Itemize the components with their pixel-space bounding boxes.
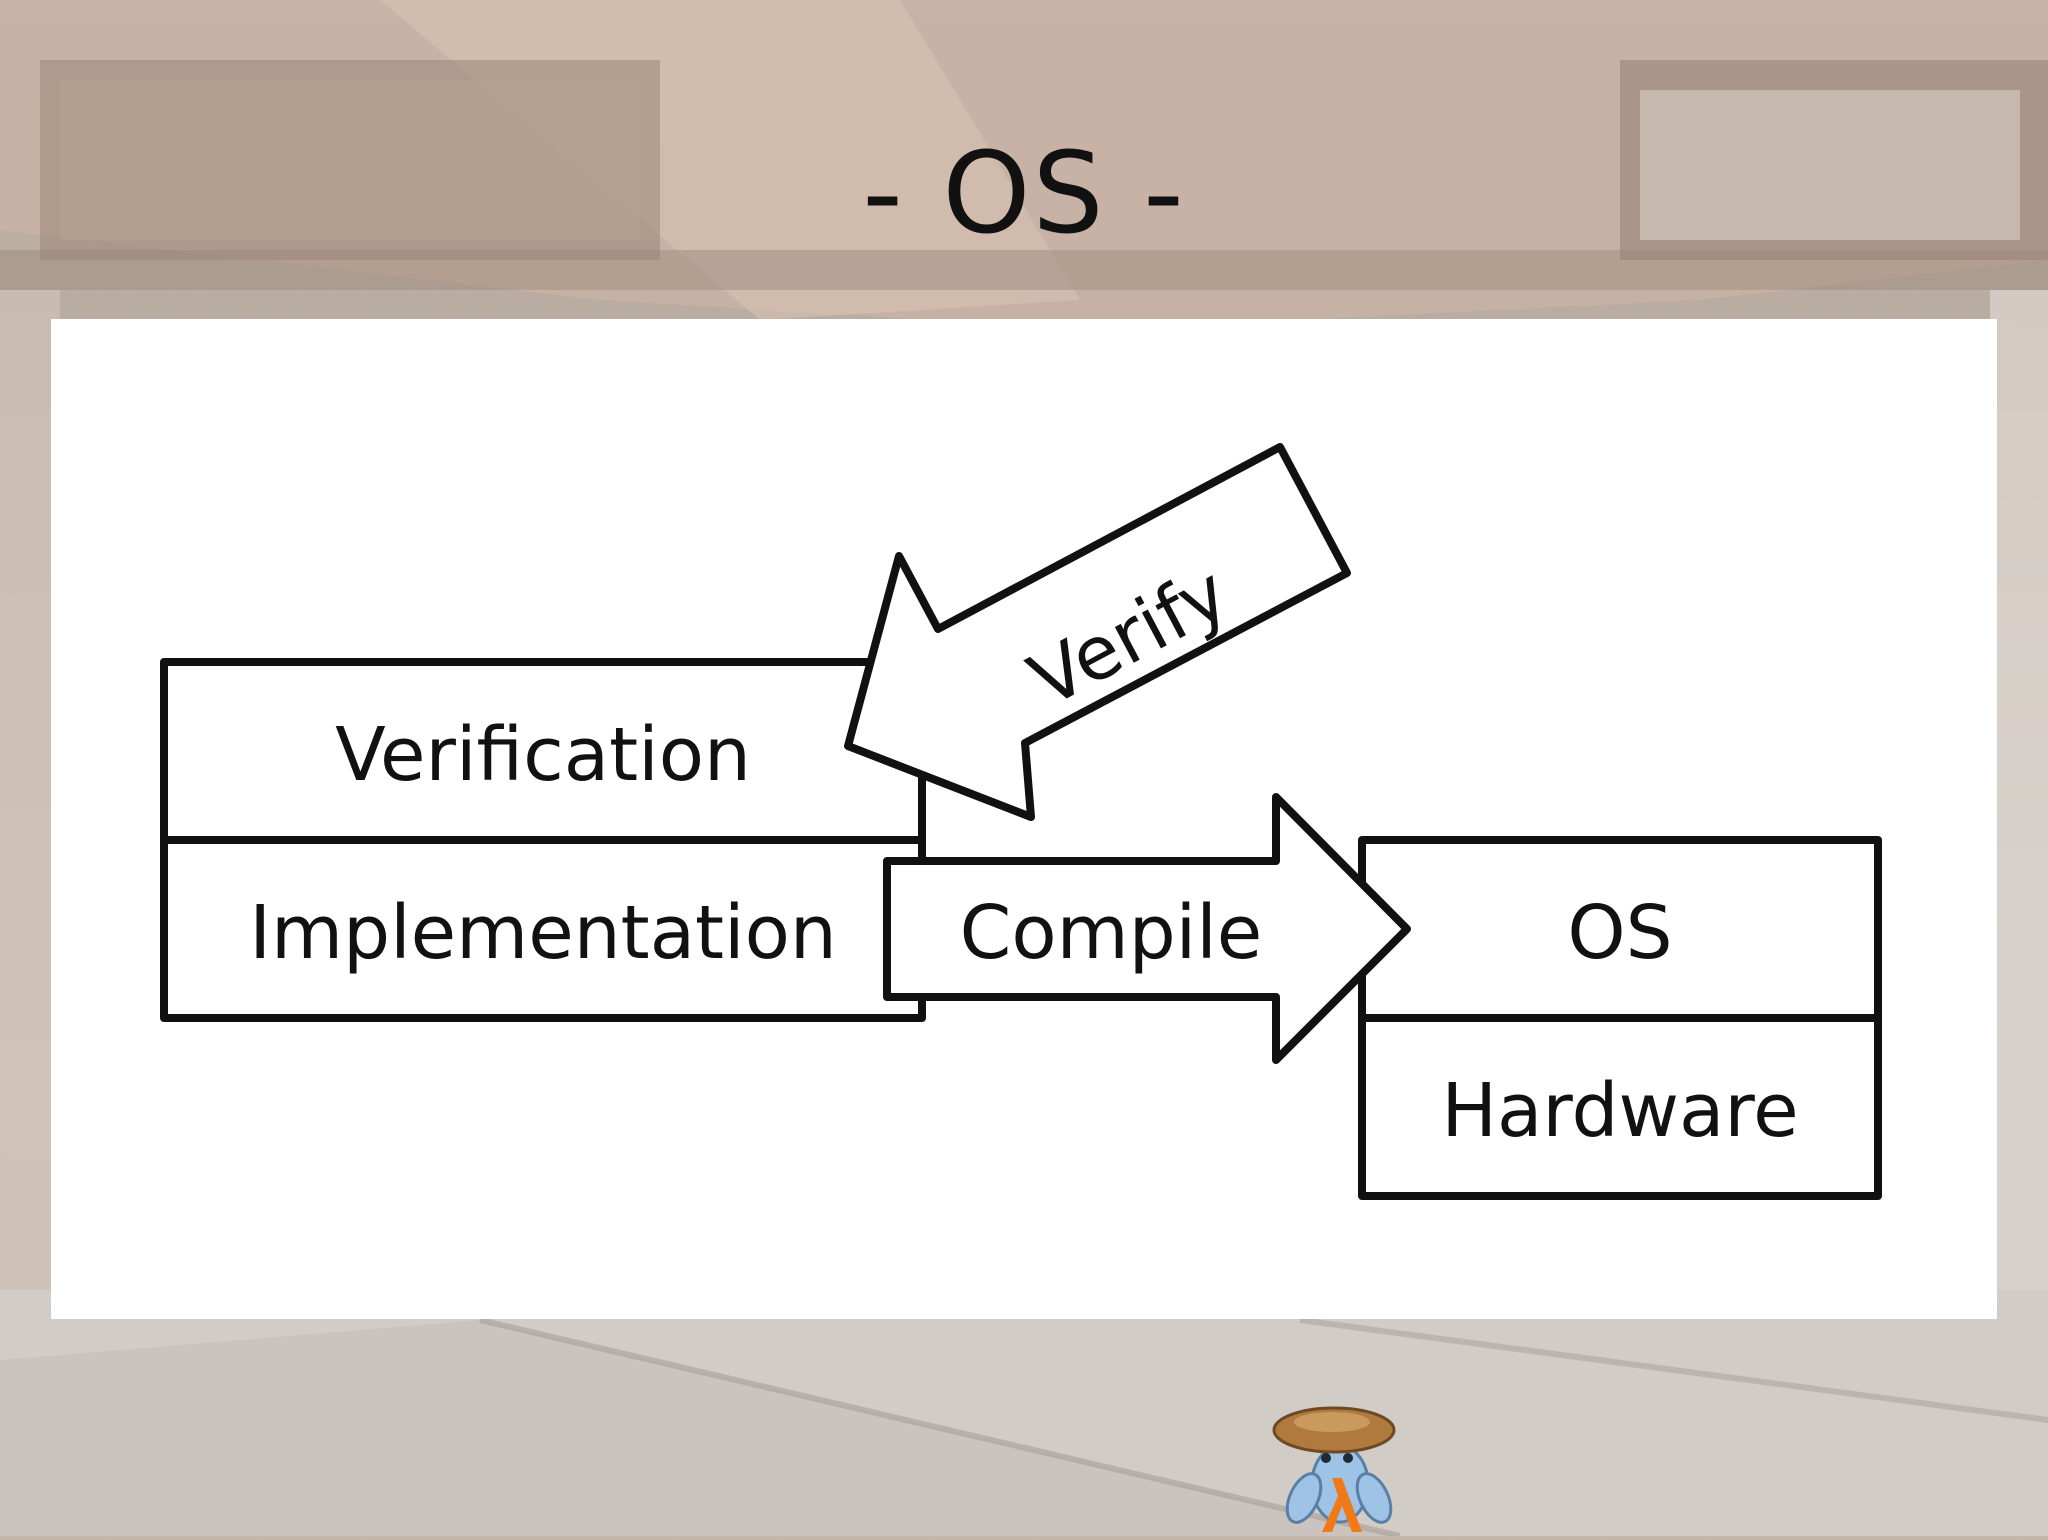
hardware-box [1358,1014,1882,1200]
slide-title: - OS - [862,129,1186,259]
mascot-logo [1270,1400,1400,1536]
hardware-label: Hardware [1441,1068,1798,1154]
turtle-mascot-icon [1272,1406,1396,1532]
os-label: OS [1567,890,1672,976]
diagram-panel: Verification Implementation OS Hardware … [51,319,1997,1319]
compile-arrow [883,793,1411,1064]
verify-arrow [844,443,1351,821]
verification-label: Verification [335,712,751,798]
implementation-box [160,836,926,1022]
implementation-label: Implementation [249,890,837,976]
verification-compile-diagram: Verification Implementation OS Hardware … [160,443,1882,1200]
compile-label: Compile [960,890,1263,976]
